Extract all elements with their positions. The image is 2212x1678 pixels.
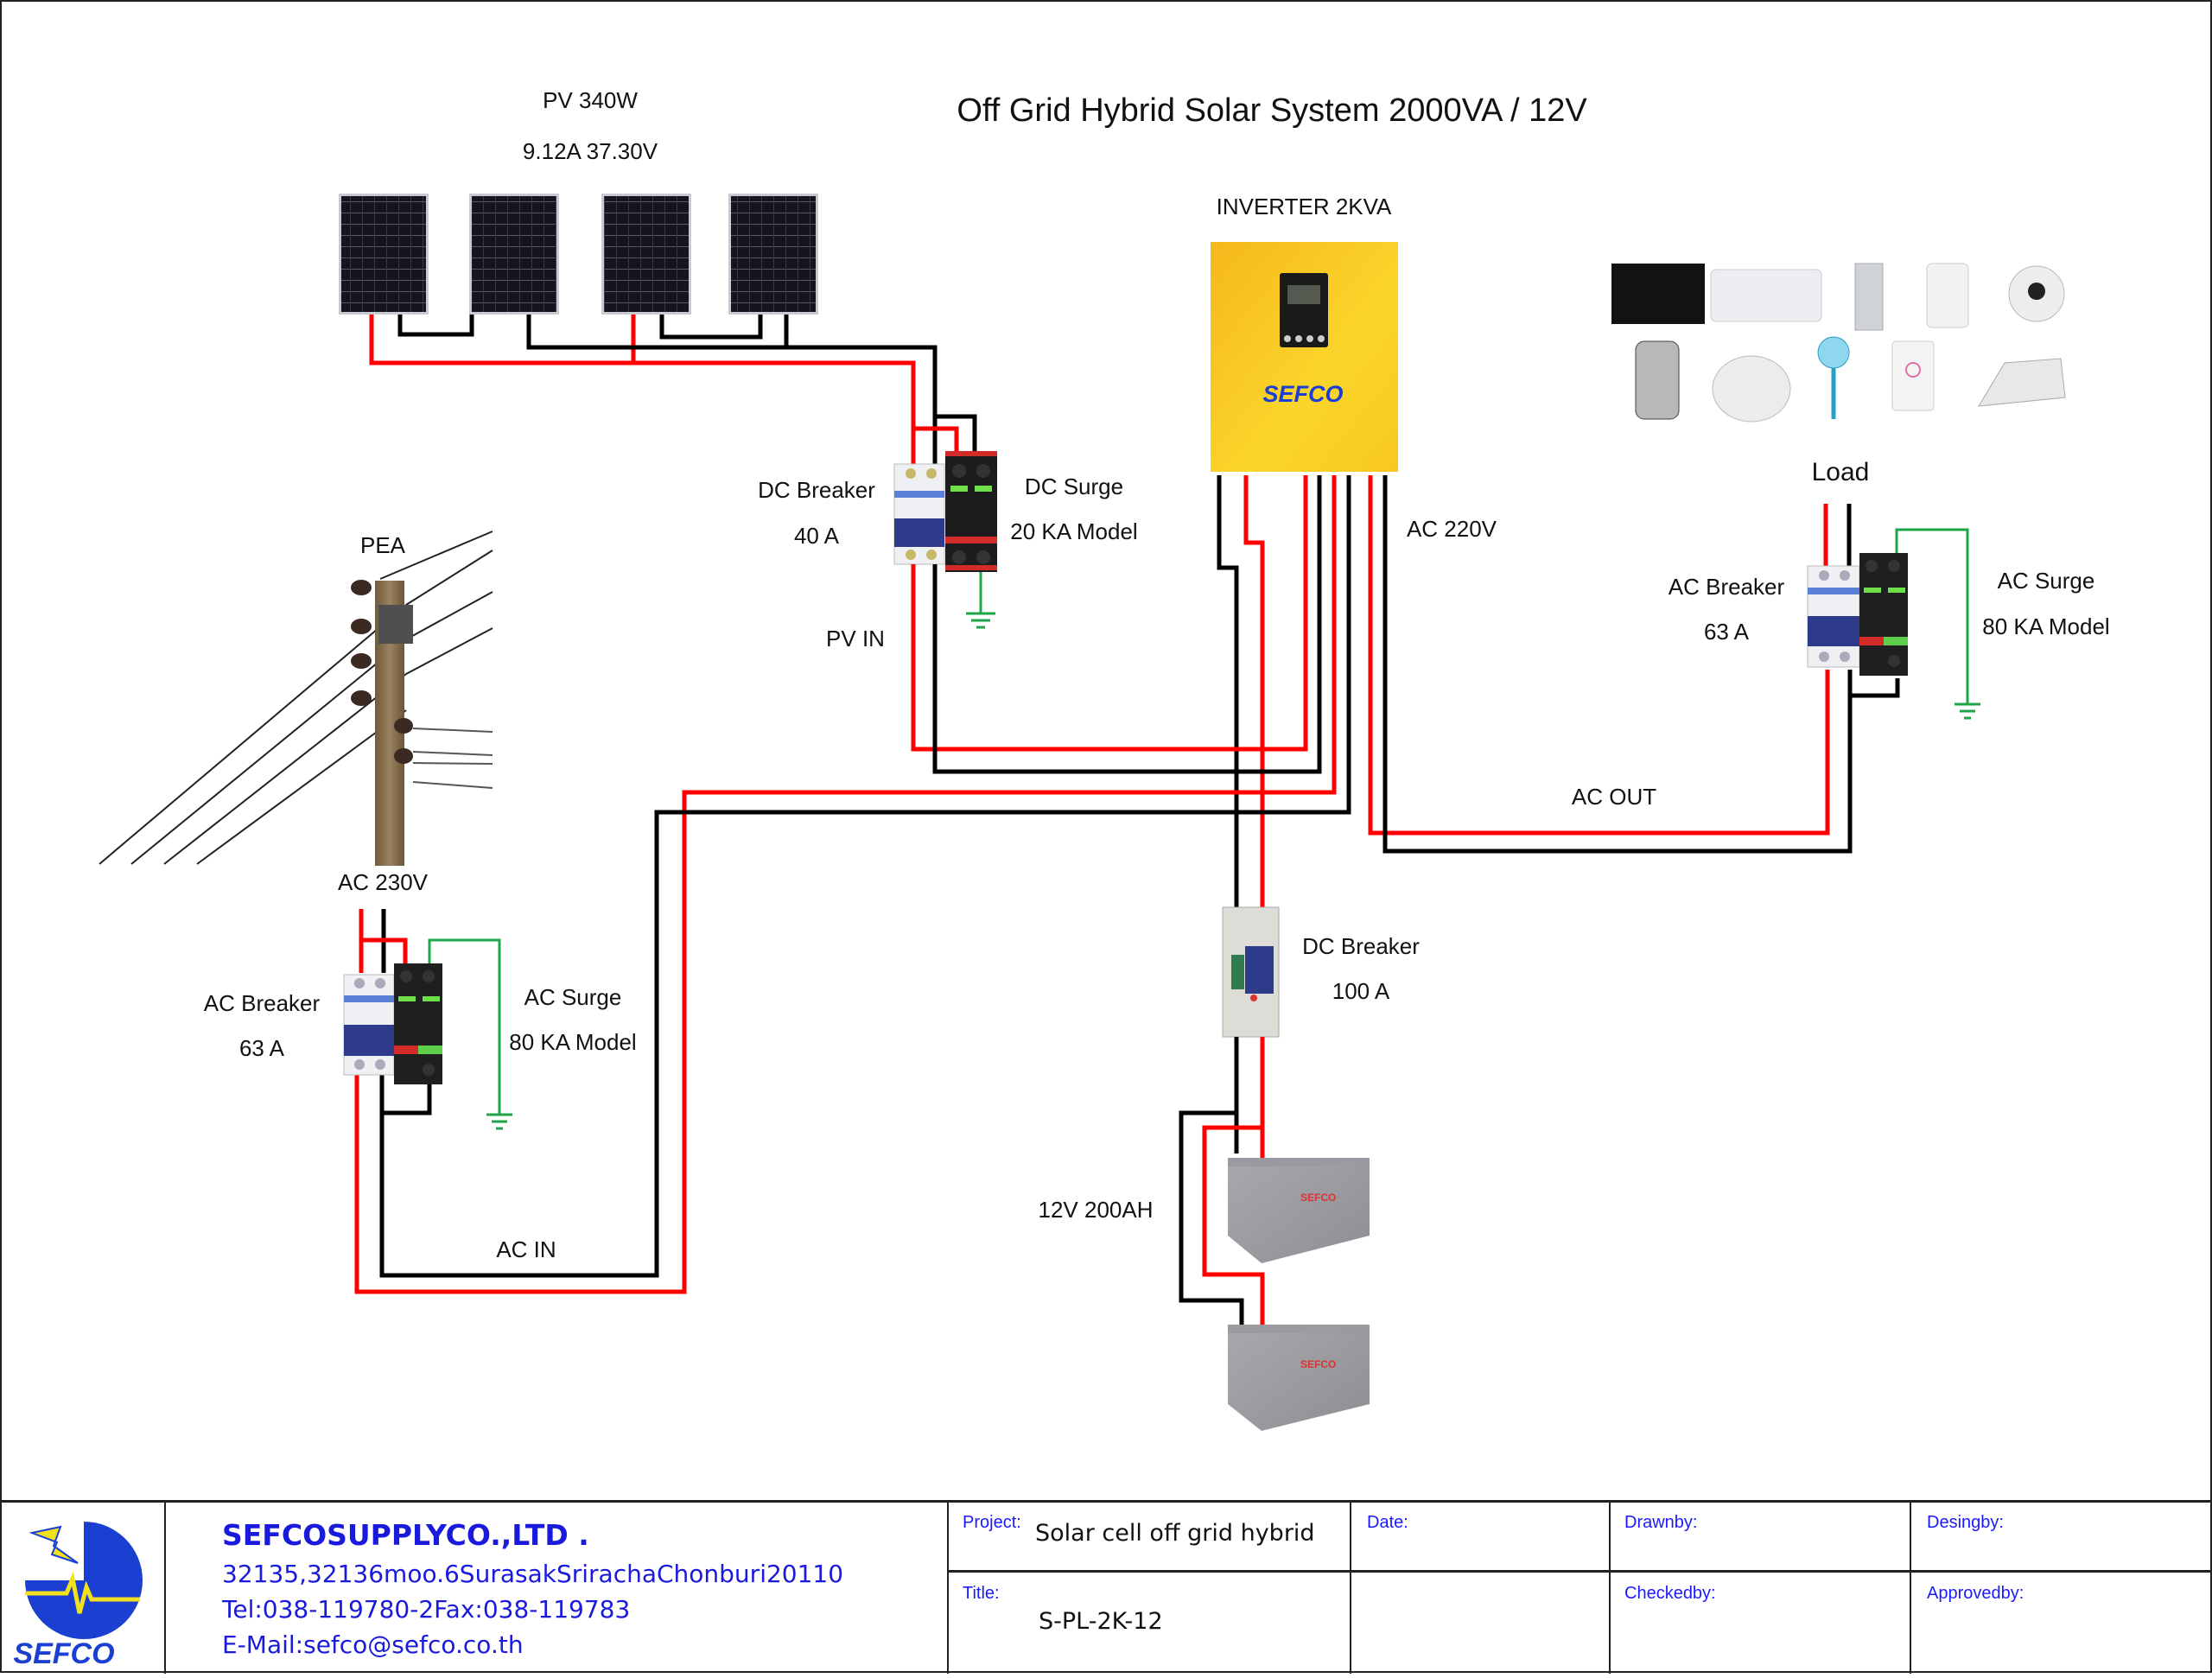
drawnby-label: Drawnby: (1624, 1513, 1698, 1532)
wire-neg (935, 414, 977, 454)
ac-breaker-in-63a[interactable] (343, 974, 395, 1076)
diagram-title: Off Grid Hybrid Solar System 2000VA / 12… (957, 92, 1587, 129)
company-phone[interactable]: Tel:038-119780-2Fax:038-119783 (222, 1595, 631, 1624)
sefco-logo: SEFCO (13, 1522, 143, 1670)
inverter-brand: SEFCO (1262, 381, 1343, 407)
desingby-label: Desingby: (1927, 1513, 2004, 1532)
solar-panel-3 (604, 196, 689, 312)
pv-in-label: PV IN (826, 626, 885, 651)
load-appliances (1611, 263, 2066, 423)
battery-2: SEFCO (1228, 1325, 1370, 1431)
logo-cell: SEFCO (2, 1503, 166, 1674)
drawnby-cell: Drawnby: Checkedby: (1611, 1503, 1911, 1674)
pv-specs: 9.12A 37.30V (523, 138, 658, 164)
dc-breaker-100a[interactable] (1222, 906, 1280, 1038)
pv-label: PV 340W (543, 87, 638, 113)
battery-1: SEFCO (1228, 1158, 1370, 1263)
wiring-diagram: Off Grid Hybrid Solar System 2000VA / 12… (99, 87, 2110, 1431)
ac-surge-in-label: AC Surge (524, 984, 622, 1010)
iron-icon (1978, 358, 2066, 407)
air-purifier-icon (1926, 263, 1969, 328)
title-block-row-divider (949, 1570, 2210, 1573)
ac-breaker-in-rating: 63 A (239, 1035, 285, 1061)
inverter-label: INVERTER 2KVA (1217, 194, 1392, 219)
company-cell: SEFCOSUPPLYCO.,LTD . 32135,32136moo.6Sur… (166, 1503, 949, 1674)
project-value: Solar cell off grid hybrid (1035, 1520, 1315, 1547)
ac-surge-in-rating: 80 KA Model (509, 1029, 636, 1055)
ac-in-label: AC IN (496, 1236, 556, 1262)
ground-symbol-dc (966, 572, 995, 629)
inverter-wiring (354, 475, 1853, 1294)
battery-wiring (1179, 1037, 1265, 1326)
air-conditioner-icon (1710, 269, 1822, 322)
grid-voltage-label: AC 230V (338, 869, 429, 895)
inverter[interactable]: SEFCO (1211, 242, 1398, 472)
ground-symbol-grid (428, 938, 512, 1130)
company-name: SEFCOSUPPLYCO.,LTD . (222, 1518, 589, 1552)
wire-pos (369, 315, 916, 467)
pv-array-wiring (369, 315, 977, 467)
title-block: SEFCO SEFCOSUPPLYCO.,LTD . 32135,32136mo… (2, 1500, 2210, 1674)
tv-icon (1611, 264, 1705, 324)
ac-breaker-in-label: AC Breaker (204, 990, 321, 1016)
ac-breaker-out-label: AC Breaker (1669, 574, 1785, 600)
dc-breaker-100a-rating: 100 A (1332, 978, 1390, 1004)
date-cell: Date: (1351, 1503, 1611, 1674)
project-cell: Project: Solar cell off grid hybrid Titl… (949, 1503, 1351, 1674)
ac-surge-out-rating: 80 KA Model (1982, 613, 2109, 639)
ac-breaker-out-rating: 63 A (1704, 619, 1750, 645)
battery-label: 12V 200AH (1039, 1197, 1154, 1223)
grid-wiring (359, 909, 432, 1115)
load-wiring (1823, 504, 1900, 698)
wire-pos (913, 426, 959, 454)
ac-220v-label: AC 220V (1407, 516, 1497, 542)
load-label: Load (1812, 458, 1870, 486)
title-label: Title: (963, 1584, 1000, 1603)
dc-breaker-100a-label: DC Breaker (1302, 933, 1420, 959)
solar-panel-array (339, 194, 818, 315)
ac-breaker-out-63a[interactable] (1807, 565, 1860, 668)
company-address: 32135,32136moo.6SurasakSrirachaChonburi2… (222, 1560, 844, 1588)
wire-neg (659, 315, 763, 340)
solar-panel-1 (341, 196, 426, 312)
water-boiler-icon (1635, 340, 1680, 420)
title-value: S-PL-2K-12 (1039, 1608, 1163, 1635)
ac-surge-out-label: AC Surge (1998, 568, 2095, 594)
grid-label: PEA (360, 532, 406, 558)
refrigerator-icon (1854, 263, 1884, 331)
dc-surge-rating: 20 KA Model (1010, 518, 1137, 544)
approvedby-label: Approvedby: (1927, 1584, 2024, 1603)
ground-symbol-load (1895, 528, 1980, 720)
fan-icon (1817, 336, 1850, 369)
wire-neg (397, 315, 474, 337)
ac-out-label: AC OUT (1572, 784, 1656, 810)
wire-neg (526, 315, 789, 350)
dc-surge-label: DC Surge (1025, 474, 1123, 499)
ac-surge-out-80ka[interactable] (1859, 553, 1908, 676)
project-label: Project: (963, 1513, 1021, 1532)
dc-breaker-40a[interactable] (893, 463, 945, 565)
utility-pole (99, 531, 493, 866)
desingby-cell: Desingby: Approvedby: (1911, 1503, 2210, 1674)
rice-cooker-icon (1712, 355, 1791, 423)
solar-panel-2 (472, 196, 556, 312)
checkedby-label: Checkedby: (1624, 1584, 1716, 1603)
company-email[interactable]: E-Mail:sefco@sefco.co.th (222, 1630, 524, 1659)
ac-surge-in-80ka[interactable] (394, 963, 442, 1084)
logo-text: SEFCO (13, 1637, 114, 1670)
dc-surge-20ka[interactable] (945, 451, 997, 572)
battery-1-brand: SEFCO (1300, 1192, 1336, 1204)
dc-breaker-40a-rating: 40 A (794, 523, 840, 549)
date-label: Date: (1367, 1513, 1408, 1532)
dc-breaker-40a-label: DC Breaker (758, 477, 875, 503)
wire-neg (529, 345, 938, 467)
solar-panel-4 (731, 196, 816, 312)
battery-2-brand: SEFCO (1300, 1358, 1336, 1370)
